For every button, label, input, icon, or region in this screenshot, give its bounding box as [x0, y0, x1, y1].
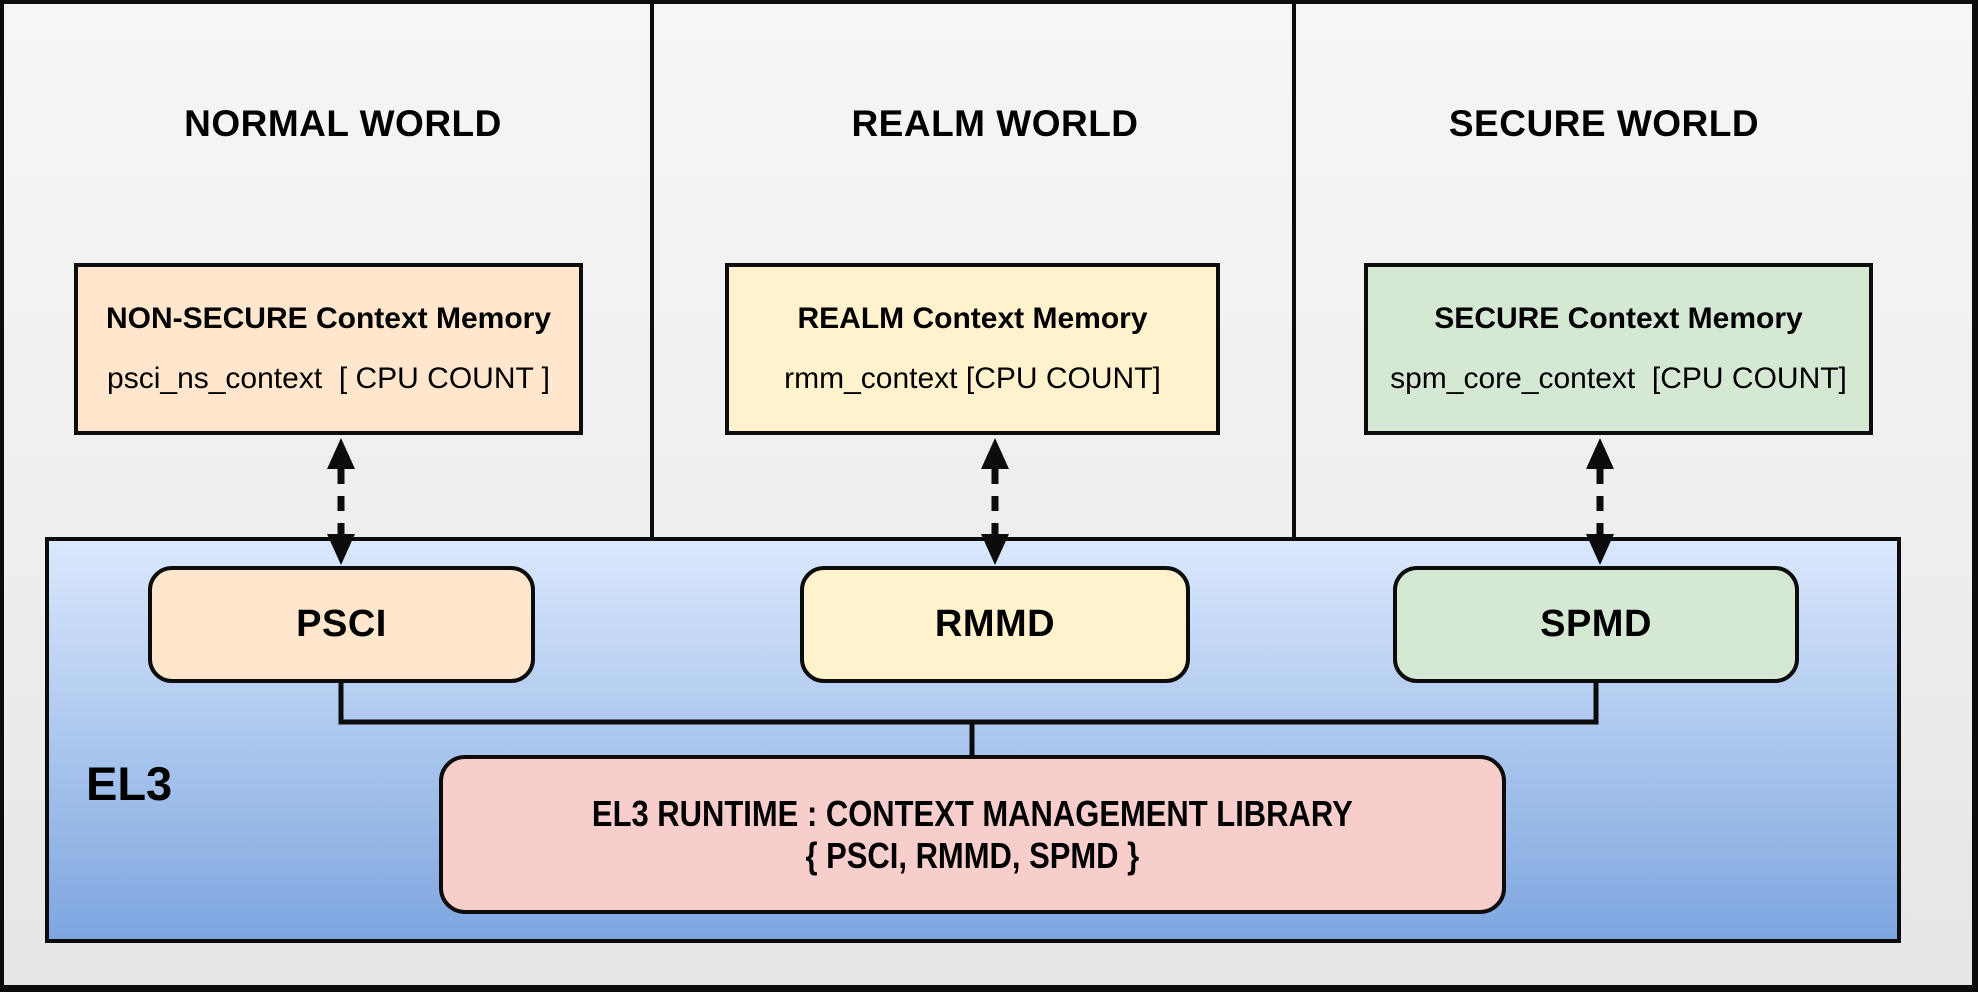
secure-world-title: SECURE WORLD	[1448, 103, 1760, 144]
world-divider-normal-realm	[650, 0, 654, 539]
spmd-box: SPMD	[1393, 566, 1799, 683]
realm-context-memory-box: REALM Context Memory rmm_context [CPU CO…	[725, 263, 1220, 435]
memory-box-title: REALM Context Memory	[797, 302, 1148, 335]
context-management-library-box: EL3 RUNTIME : CONTEXT MANAGEMENT LIBRARY…	[439, 755, 1506, 914]
realm-world-title: REALM WORLD	[851, 103, 1139, 144]
memory-box-value: psci_ns_context [ CPU COUNT ]	[107, 362, 550, 395]
psci-box: PSCI	[148, 566, 535, 683]
memory-box-title: SECURE Context Memory	[1434, 302, 1803, 335]
memory-box-value: rmm_context [CPU COUNT]	[784, 362, 1161, 395]
memory-box-value: spm_core_context [CPU COUNT]	[1390, 362, 1847, 395]
rmmd-box: RMMD	[800, 566, 1190, 683]
runtime-box-line1: EL3 RUNTIME : CONTEXT MANAGEMENT LIBRARY	[592, 792, 1353, 834]
normal-world-title: NORMAL WORLD	[184, 103, 502, 144]
el3-label: EL3	[86, 757, 173, 810]
secure-context-memory-box: SECURE Context Memory spm_core_context […	[1364, 263, 1873, 435]
non-secure-context-memory-box: NON-SECURE Context Memory psci_ns_contex…	[74, 263, 583, 435]
runtime-box-line2: { PSCI, RMMD, SPMD }	[805, 834, 1140, 876]
memory-box-title: NON-SECURE Context Memory	[105, 302, 552, 335]
world-divider-realm-secure	[1292, 0, 1296, 539]
